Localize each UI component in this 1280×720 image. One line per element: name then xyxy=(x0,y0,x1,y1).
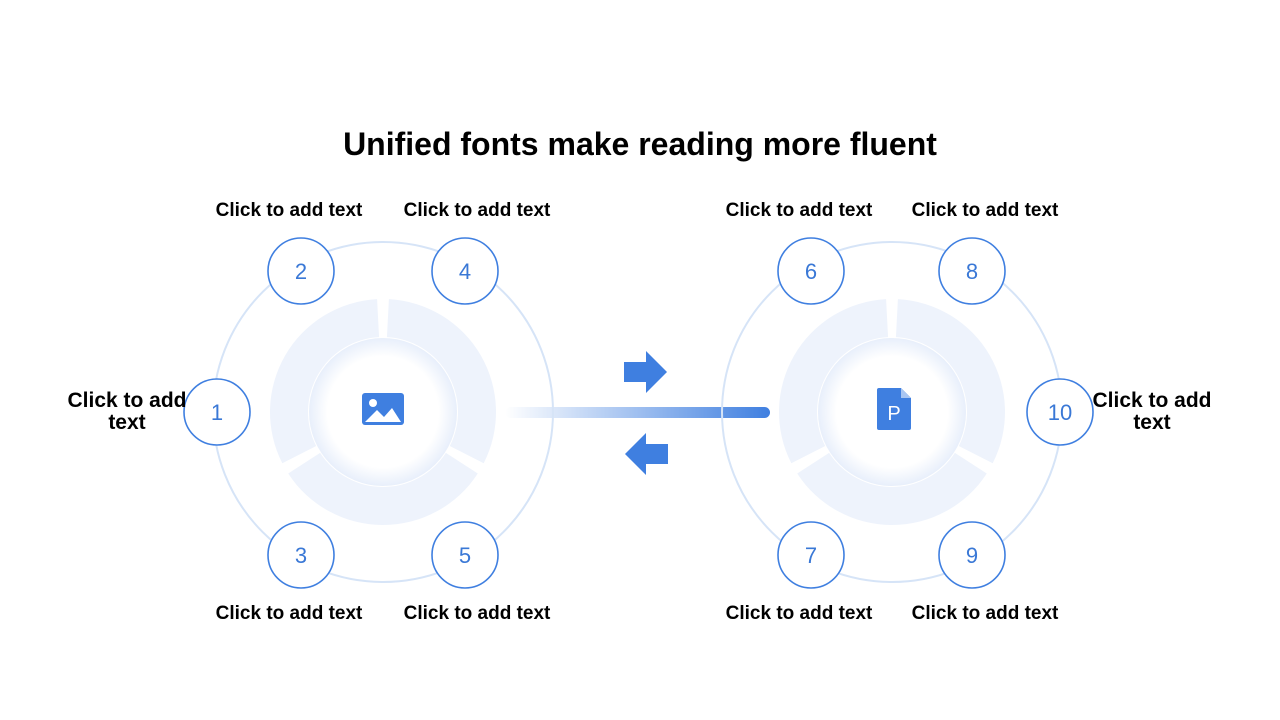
right-donut-segment xyxy=(779,299,889,464)
node-1[interactable]: 1 xyxy=(183,378,251,446)
image-icon xyxy=(362,393,404,425)
node-9-label[interactable]: Click to add text xyxy=(911,603,1059,624)
node-8[interactable]: 8 xyxy=(938,237,1006,305)
node-number: 2 xyxy=(295,259,307,284)
node-number: 9 xyxy=(966,543,978,568)
ppt-file-icon: P xyxy=(877,388,911,430)
node-2[interactable]: 2 xyxy=(267,237,335,305)
left-group xyxy=(212,241,554,583)
node-number: 5 xyxy=(459,543,471,568)
left-donut xyxy=(270,299,496,525)
node-3-label[interactable]: Click to add text xyxy=(215,603,363,624)
node-number: 7 xyxy=(805,543,817,568)
arrow-right-icon xyxy=(624,351,667,393)
node-number: 4 xyxy=(459,259,471,284)
node-3[interactable]: 3 xyxy=(267,521,335,589)
right-donut xyxy=(779,299,1005,525)
right-donut-segment xyxy=(797,452,987,525)
node-number: 1 xyxy=(211,400,223,425)
node-5[interactable]: 5 xyxy=(431,521,499,589)
page-title: Unified fonts make reading more fluent xyxy=(343,126,937,162)
node-7-label[interactable]: Click to add text xyxy=(725,603,873,624)
node-8-label[interactable]: Click to add text xyxy=(911,200,1059,221)
right-group: P xyxy=(721,241,1063,583)
node-10-label[interactable]: Click to add text xyxy=(1092,389,1212,434)
node-9[interactable]: 9 xyxy=(938,521,1006,589)
node-5-label[interactable]: Click to add text xyxy=(403,603,551,624)
left-donut-segment xyxy=(288,452,478,525)
left-donut-segment xyxy=(270,299,380,464)
node-7[interactable]: 7 xyxy=(777,521,845,589)
node-2-label[interactable]: Click to add text xyxy=(215,200,363,221)
arrow-left-icon xyxy=(625,433,668,475)
node-6[interactable]: 6 xyxy=(777,237,845,305)
right-donut-segment xyxy=(895,299,1005,464)
node-1-label[interactable]: Click to add text xyxy=(67,389,187,434)
node-number: 3 xyxy=(295,543,307,568)
node-10[interactable]: 10 xyxy=(1026,378,1094,446)
node-number: 6 xyxy=(805,259,817,284)
node-number: 10 xyxy=(1048,400,1072,425)
connector-bar xyxy=(505,407,770,418)
node-4[interactable]: 4 xyxy=(431,237,499,305)
ppt-file-letter: P xyxy=(887,403,900,425)
node-number: 8 xyxy=(966,259,978,284)
node-6-label[interactable]: Click to add text xyxy=(725,200,873,221)
node-4-label[interactable]: Click to add text xyxy=(403,200,551,221)
left-donut-segment xyxy=(386,299,496,464)
